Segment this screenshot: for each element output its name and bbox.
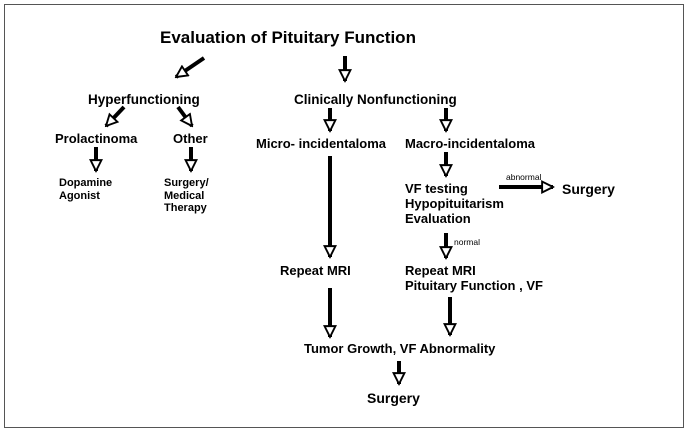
node-dopamine-agonist: Dopamine Agonist bbox=[59, 177, 113, 202]
arrow-title-to-hyper bbox=[176, 56, 206, 79]
node-clinically-nonfunctioning: Clinically Nonfunctioning bbox=[294, 92, 457, 107]
node-macro-incidentaloma: Macro-incidentaloma bbox=[405, 136, 536, 151]
node-tumor-growth: Tumor Growth, VF Abnormality bbox=[304, 341, 496, 356]
node-other: Other bbox=[173, 131, 208, 146]
node-vf-testing: VF testing Hypopituitarism Evaluation bbox=[405, 181, 504, 226]
node-surgery-final: Surgery bbox=[367, 390, 420, 406]
node-prolactinoma: Prolactinoma bbox=[55, 131, 138, 146]
arrow-hyper-to-other bbox=[176, 105, 194, 126]
edge-label-abnormal: abnormal bbox=[506, 172, 542, 182]
node-surgery-right: Surgery bbox=[562, 181, 615, 197]
diagram-title: Evaluation of Pituitary Function bbox=[160, 28, 416, 47]
arrow-hyper-to-prolactinoma bbox=[106, 105, 126, 126]
node-repeat-mri-right: Repeat MRI Pituitary Function , VF bbox=[405, 263, 543, 293]
node-hyperfunctioning: Hyperfunctioning bbox=[88, 92, 200, 107]
node-micro-incidentaloma: Micro- incidentaloma bbox=[256, 136, 387, 151]
node-repeat-mri-left: Repeat MRI bbox=[280, 263, 351, 278]
node-surgery-medical-therapy: Surgery/ Medical Therapy bbox=[164, 177, 209, 215]
edge-label-normal: normal bbox=[454, 237, 480, 247]
